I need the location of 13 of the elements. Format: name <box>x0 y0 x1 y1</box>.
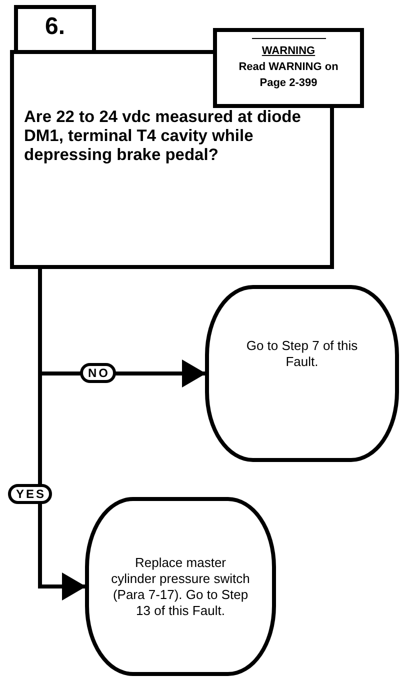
step-number-tab <box>14 5 96 53</box>
result-box <box>85 497 276 676</box>
result-box <box>205 285 399 462</box>
edge-label: YES <box>8 484 52 504</box>
result-text: Replace master cylinder pressure switch (Para 7-17). Go to Step 13 of this Fault. <box>111 554 250 618</box>
result-text: Go to Step 7 of this Fault. <box>245 338 359 370</box>
question-text: Are 22 to 24 vdc measured at diode DM1, terminal T4 cavity while depressing brake pedal? <box>24 108 302 165</box>
warning-note: Read WARNING on Page 2-399 <box>238 60 340 91</box>
warning-heading: WARNING <box>260 44 316 59</box>
warning-box <box>213 28 364 108</box>
edge-label: NO <box>80 363 116 383</box>
arrow <box>38 267 86 600</box>
step-number: 6. <box>44 13 66 41</box>
